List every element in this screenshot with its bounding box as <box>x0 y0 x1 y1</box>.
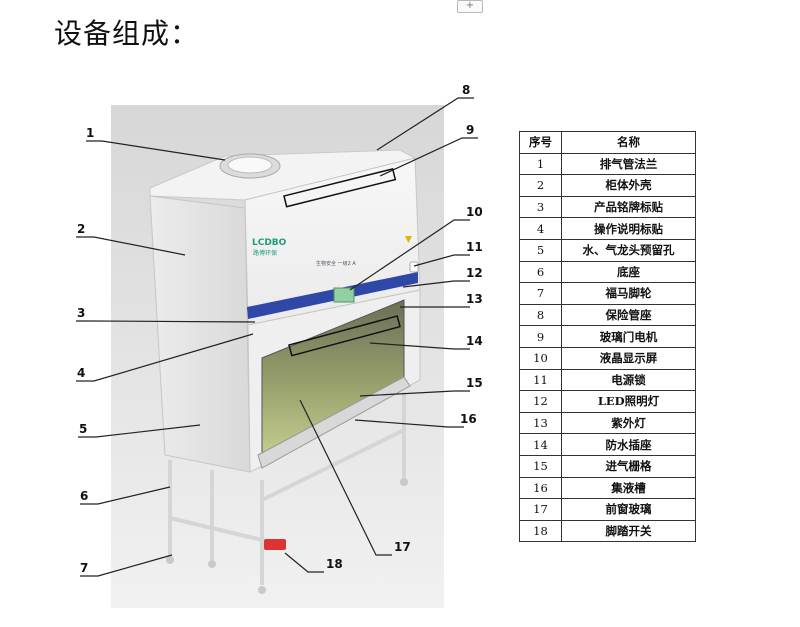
row-no: 9 <box>519 325 562 348</box>
glass-motor-highlight <box>283 167 397 208</box>
foot-switch-shape <box>264 539 286 550</box>
page-title: 设备组成： <box>54 17 200 50</box>
brand-sub: 路博环保 <box>253 249 277 257</box>
row-name: 集液槽 <box>561 476 696 500</box>
brand-logo: LCDBO <box>252 238 287 248</box>
row-name: 防水插座 <box>561 433 696 456</box>
row-name: 排气管法兰 <box>561 152 696 176</box>
row-name: 水、气龙头预留孔 <box>561 238 696 262</box>
row-name: 柜体外壳 <box>561 174 696 197</box>
row-name: 紫外灯 <box>561 411 696 435</box>
work-tray <box>257 376 411 469</box>
led-light-highlight <box>288 315 401 357</box>
row-name: 电源锁 <box>561 368 696 392</box>
row-no: 17 <box>519 498 562 521</box>
cabinet-left-side <box>149 195 251 473</box>
callout-13: 13 <box>466 292 483 306</box>
callout-14: 14 <box>466 334 483 348</box>
callout-17: 17 <box>394 540 411 554</box>
casters <box>166 478 408 594</box>
row-no: 10 <box>519 346 562 370</box>
row-no: 15 <box>519 454 562 478</box>
row-no: 12 <box>519 390 562 413</box>
row-no: 8 <box>519 303 562 327</box>
row-no: 14 <box>519 433 562 456</box>
row-name: 保险管座 <box>561 303 696 327</box>
callout-2: 2 <box>77 222 85 236</box>
header-name: 名称 <box>561 131 696 154</box>
callout-7: 7 <box>80 561 88 575</box>
row-no: 2 <box>519 174 562 197</box>
row-no: 4 <box>519 217 562 240</box>
blue-stripe <box>247 272 418 319</box>
row-no: 6 <box>519 260 562 284</box>
biohazard-icon <box>405 236 412 243</box>
table-header-row: 序号 名称 <box>519 131 696 154</box>
row-no: 18 <box>519 519 562 543</box>
callout-9: 9 <box>466 123 474 137</box>
power-lock-shape <box>409 261 419 273</box>
callout-6: 6 <box>80 489 88 503</box>
lcd-screen <box>333 287 355 303</box>
row-name: 底座 <box>561 260 696 284</box>
row-no: 5 <box>519 238 562 262</box>
callout-15: 15 <box>466 376 483 390</box>
row-no: 3 <box>519 195 562 219</box>
leader-lines <box>76 97 478 577</box>
header-no: 序号 <box>519 131 562 154</box>
callout-18: 18 <box>326 557 343 571</box>
row-name: 脚踏开关 <box>561 519 696 543</box>
callout-4: 4 <box>77 366 85 380</box>
row-no: 7 <box>519 282 562 305</box>
callout-1: 1 <box>86 126 94 140</box>
row-name: 福马脚轮 <box>561 282 696 305</box>
zoom-button[interactable]: + <box>457 0 483 13</box>
row-name: 进气栅格 <box>561 454 696 478</box>
row-no: 11 <box>519 368 562 392</box>
row-name: 液晶显示屏 <box>561 346 696 370</box>
callout-8: 8 <box>462 83 470 97</box>
row-name: 操作说明标贴 <box>561 217 696 240</box>
row-name: 前窗玻璃 <box>561 498 696 521</box>
row-no: 16 <box>519 476 562 500</box>
callout-5: 5 <box>79 422 87 436</box>
row-name: 产品铭牌标贴 <box>561 195 696 219</box>
row-name: LED照明灯 <box>561 390 696 413</box>
cabinet-display-line: 生物安全 一级2 A <box>316 260 356 267</box>
callout-3: 3 <box>77 306 85 320</box>
row-name: 玻璃门电机 <box>561 325 696 348</box>
stand-frame <box>168 392 406 585</box>
row-no: 13 <box>519 411 562 435</box>
callout-12: 12 <box>466 266 483 280</box>
row-no: 1 <box>519 152 562 176</box>
callout-11: 11 <box>466 240 483 254</box>
callout-16: 16 <box>460 412 477 426</box>
callout-10: 10 <box>466 205 483 219</box>
